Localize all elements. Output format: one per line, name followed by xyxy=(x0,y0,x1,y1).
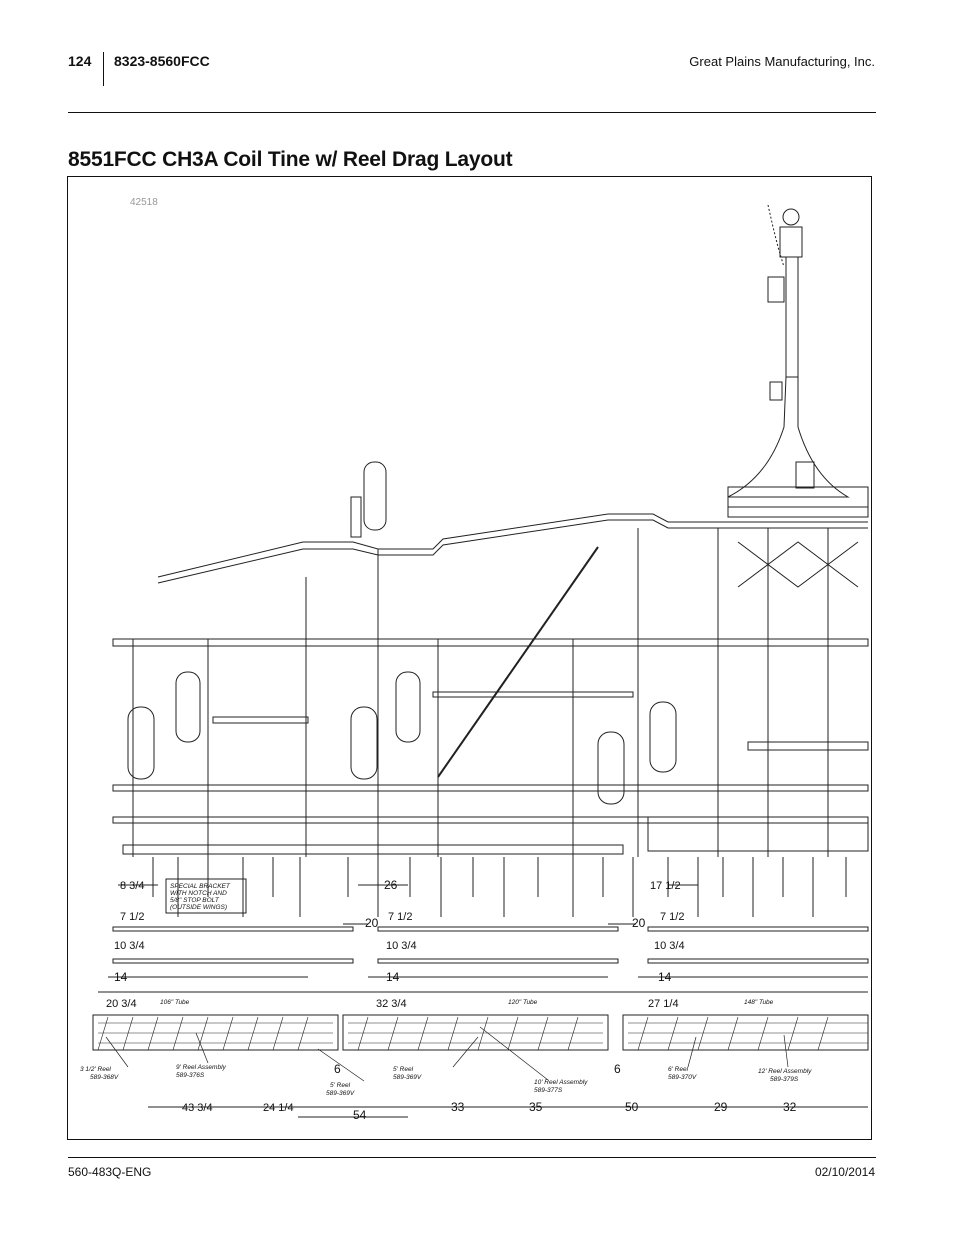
hitch-clevis xyxy=(779,226,803,258)
reel-5b-label: 5' Reel xyxy=(393,1066,414,1073)
footer-rule xyxy=(68,1157,876,1158)
reel-5b-part: 589-369V xyxy=(393,1074,422,1081)
dim-20b: 20 xyxy=(632,916,646,930)
bracket-note-4: (OUTSIDE WINGS) xyxy=(170,904,227,911)
wing-frame-upper xyxy=(157,513,868,578)
dim-10-3-4c: 10 3/4 xyxy=(654,940,685,952)
hitch-ring xyxy=(782,208,800,226)
reel-5a-part: 589-369V xyxy=(326,1090,355,1097)
page-title: 8551FCC CH3A Coil Tine w/ Reel Drag Layo… xyxy=(68,148,513,171)
dim-32-3-4: 32 3/4 xyxy=(376,998,407,1010)
dim-6a: 6 xyxy=(334,1062,341,1076)
transport-tire-5 xyxy=(597,731,625,805)
reel-6-label: 6' Reel xyxy=(668,1066,689,1073)
dim-6b: 6 xyxy=(614,1062,621,1076)
dim-7-1-2b: 7 1/2 xyxy=(388,911,412,923)
bracket-note-1: SPECIAL BRACKET xyxy=(170,883,231,890)
gauge-wheel-mount xyxy=(350,496,362,538)
model-number: 8323-8560FCC xyxy=(114,53,210,69)
dim-8-3-4: 8 3/4 xyxy=(120,880,144,892)
dim-7-1-2c: 7 1/2 xyxy=(660,911,684,923)
special-bracket-box xyxy=(165,878,247,914)
dim-43-3-4: 43 3/4 xyxy=(182,1102,213,1114)
transport-tire-6 xyxy=(649,701,677,773)
tube-148-label: 148" Tube xyxy=(744,999,774,1006)
company-name: Great Plains Manufacturing, Inc. xyxy=(689,54,875,69)
tine-tube-2a xyxy=(377,926,619,932)
tine-tube-3b xyxy=(647,958,869,964)
dim-32: 32 xyxy=(783,1100,797,1114)
reel-3half-part: 589-368V xyxy=(90,1074,119,1081)
dim-29: 29 xyxy=(714,1100,728,1114)
jack-bracket xyxy=(767,276,785,303)
shank-row xyxy=(152,857,847,917)
transport-tire-2 xyxy=(175,671,201,743)
document-date: 02/10/2014 xyxy=(814,1165,875,1179)
header-divider xyxy=(103,52,104,86)
dim-14c: 14 xyxy=(658,970,672,984)
tube-120-label: 120" Tube xyxy=(508,999,538,1006)
frame-beam-1 xyxy=(112,638,869,647)
dim-35: 35 xyxy=(529,1100,543,1114)
center-frame-box xyxy=(647,816,869,852)
frame-beam-center xyxy=(747,741,869,751)
safety-chain xyxy=(767,204,785,268)
dim-26: 26 xyxy=(384,878,398,892)
bracket-note-3: 5/8" STOP BOLT xyxy=(170,897,220,904)
reel-12-part: 589-379S xyxy=(770,1076,799,1083)
dim-14a: 14 xyxy=(114,970,128,984)
reel-assemblies xyxy=(92,1014,869,1051)
frame-beam-inner-2 xyxy=(212,716,309,724)
diagonal-brace xyxy=(437,546,599,778)
reel-3half-label: 3 1/2' Reel xyxy=(80,1066,111,1073)
tine-tube-2b xyxy=(377,958,619,964)
reel-10-label: 10' Reel Assembly xyxy=(534,1079,588,1086)
dim-17-1-2: 17 1/2 xyxy=(650,880,681,892)
dim-10-3-4a: 10 3/4 xyxy=(114,940,145,952)
reel-9-part: 589-376S xyxy=(176,1072,205,1079)
tine-tube-1a xyxy=(112,926,354,932)
reel-5a-label: 5' Reel xyxy=(330,1082,351,1089)
center-truss xyxy=(737,541,859,588)
dim-14b: 14 xyxy=(386,970,400,984)
dim-27-1-4: 27 1/4 xyxy=(648,998,679,1010)
frame-beam-2 xyxy=(112,784,869,792)
tine-tube-3a xyxy=(647,926,869,932)
dim-24-1-4: 24 1/4 xyxy=(263,1102,294,1114)
chain-mount xyxy=(769,381,783,401)
frame-beam-3 xyxy=(112,816,869,824)
reel-10-part: 589-377S xyxy=(534,1087,563,1094)
tine-tube-1b xyxy=(112,958,354,964)
figure-id: 42518 xyxy=(130,197,158,208)
frame-beam-inner xyxy=(432,691,634,698)
tongue-base xyxy=(727,486,869,518)
transport-tire-1 xyxy=(127,706,155,780)
dim-54: 54 xyxy=(353,1108,367,1122)
reel-12-label: 12' Reel Assembly xyxy=(758,1068,812,1075)
control-box xyxy=(795,461,815,489)
bracket-note-2: WITH NOTCH AND xyxy=(170,890,227,897)
dim-10-3-4b: 10 3/4 xyxy=(386,940,417,952)
reel-9-label: 9' Reel Assembly xyxy=(176,1064,227,1071)
tube-106-label: 106" Tube xyxy=(160,999,190,1006)
dim-33: 33 xyxy=(451,1100,465,1114)
document-number: 560-483Q-ENG xyxy=(68,1165,152,1179)
reel-6-part: 589-370V xyxy=(668,1074,697,1081)
dim-7-1-2a: 7 1/2 xyxy=(120,911,144,923)
layout-figure: 42518 xyxy=(67,176,872,1140)
header-rule xyxy=(68,112,876,113)
page-number: 124 xyxy=(68,53,92,69)
dim-50: 50 xyxy=(625,1100,639,1114)
dim-20-3-4: 20 3/4 xyxy=(106,998,137,1010)
tongue-flare xyxy=(727,376,850,498)
dim-20a: 20 xyxy=(365,916,379,930)
transport-tire-4 xyxy=(395,671,421,743)
technical-drawing: 26 20 20 14 14 14 6 6 54 33 35 50 29 32 … xyxy=(80,204,869,1122)
tongue-tube xyxy=(785,256,799,378)
gauge-wheel xyxy=(363,461,387,531)
frame-beam-4 xyxy=(122,844,624,855)
transport-tire-3 xyxy=(350,706,378,780)
